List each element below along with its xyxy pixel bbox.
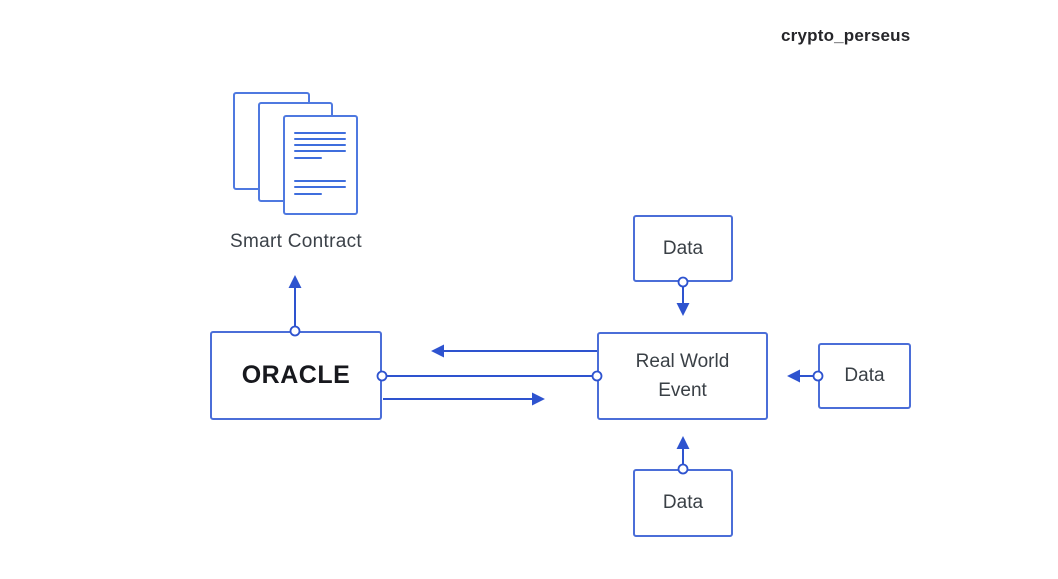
data-node-top-label: Data <box>662 237 704 259</box>
data-node-bottom-label: Data <box>662 492 704 513</box>
document-front-icon <box>283 115 358 215</box>
data-node-right-label: Data <box>844 365 885 386</box>
real-world-event-node: Real World Event <box>597 332 768 420</box>
oracle-node: ORACLE <box>210 331 382 420</box>
watermark-text: crypto_perseus <box>781 26 911 45</box>
smart-contract-label: Smart Contract <box>230 231 362 252</box>
oracle-node-label: ORACLE <box>241 361 351 389</box>
data-node-top: Data <box>633 215 733 282</box>
document-text-lines <box>294 132 346 195</box>
data-node-right: Data <box>818 343 911 409</box>
data-node-bottom: Data <box>633 469 733 537</box>
real-world-event-label: Real World Event <box>635 351 730 401</box>
